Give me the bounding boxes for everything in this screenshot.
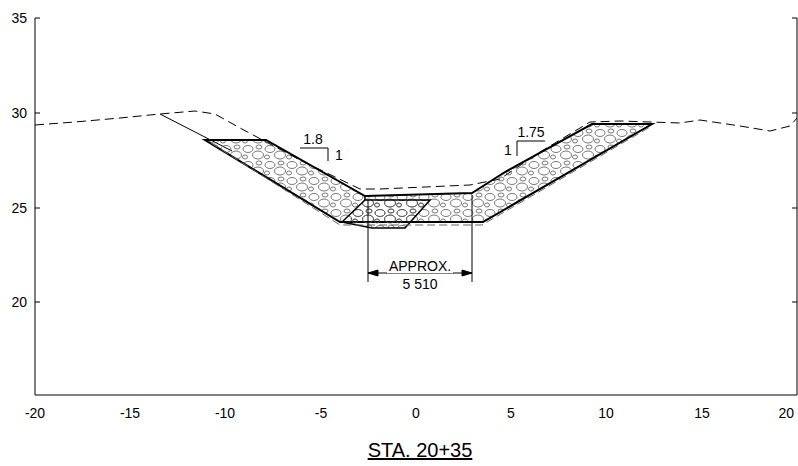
excavation-line [211,127,650,225]
slope-label: 1 [335,148,343,162]
existing-ground [35,111,797,189]
riprap-toe [342,200,430,228]
axis-label: 20 [778,406,794,420]
axis-label: 5 [507,406,515,420]
toe-edge [364,196,366,200]
axis-label: 15 [694,406,710,420]
axis-label: 20 [11,295,27,309]
slope-label: 1 [504,143,512,157]
section-caption: STA. 20+35 [368,440,473,460]
slope-symbol [300,141,545,161]
axis-label: -5 [315,406,327,420]
riprap [205,124,652,222]
dimension-line [368,195,472,282]
axis-label: 10 [598,406,614,420]
dimension-label: 5 510 [400,277,439,291]
slope-label: 1.8 [303,132,322,146]
axis-label: 25 [11,201,27,215]
plot-frame [35,18,797,395]
axis-label: -15 [120,406,140,420]
axis-label: 30 [11,106,27,120]
axis-label: 35 [11,11,27,25]
axis-label: -20 [25,406,45,420]
slope-label: 1.75 [517,125,544,139]
axis-label: 0 [412,406,420,420]
axis-label: -10 [215,406,235,420]
dimension-label: APPROX. [387,259,453,273]
